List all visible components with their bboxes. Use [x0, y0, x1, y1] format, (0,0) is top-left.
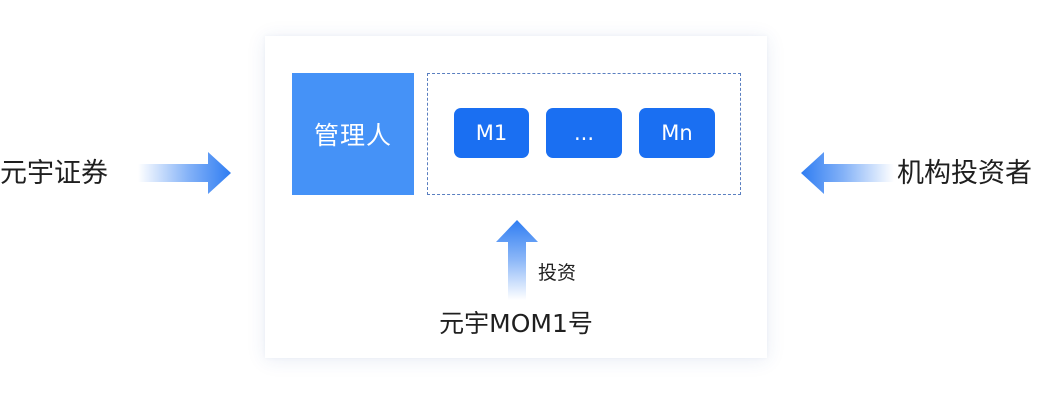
arrow-left-icon [801, 152, 894, 194]
sub-account-m1: M1 [454, 108, 529, 158]
left-party-label: 元宇证券 [0, 158, 108, 189]
invest-label: 投资 [538, 262, 577, 284]
right-party-label: 机构投资者 [897, 158, 1032, 189]
fund-name: 元宇MOM1号 [439, 309, 593, 338]
arrow-up-icon [496, 220, 538, 300]
manager-box: 管理人 [292, 73, 414, 195]
fund-card: 管理人 M1 ... Mn 投资 元宇MOM1号 [265, 36, 767, 358]
arrow-right-icon [138, 152, 231, 194]
sub-account-mn: Mn [639, 108, 715, 158]
sub-account-ellipsis: ... [546, 108, 622, 158]
sub-accounts-group: M1 ... Mn [427, 73, 741, 195]
